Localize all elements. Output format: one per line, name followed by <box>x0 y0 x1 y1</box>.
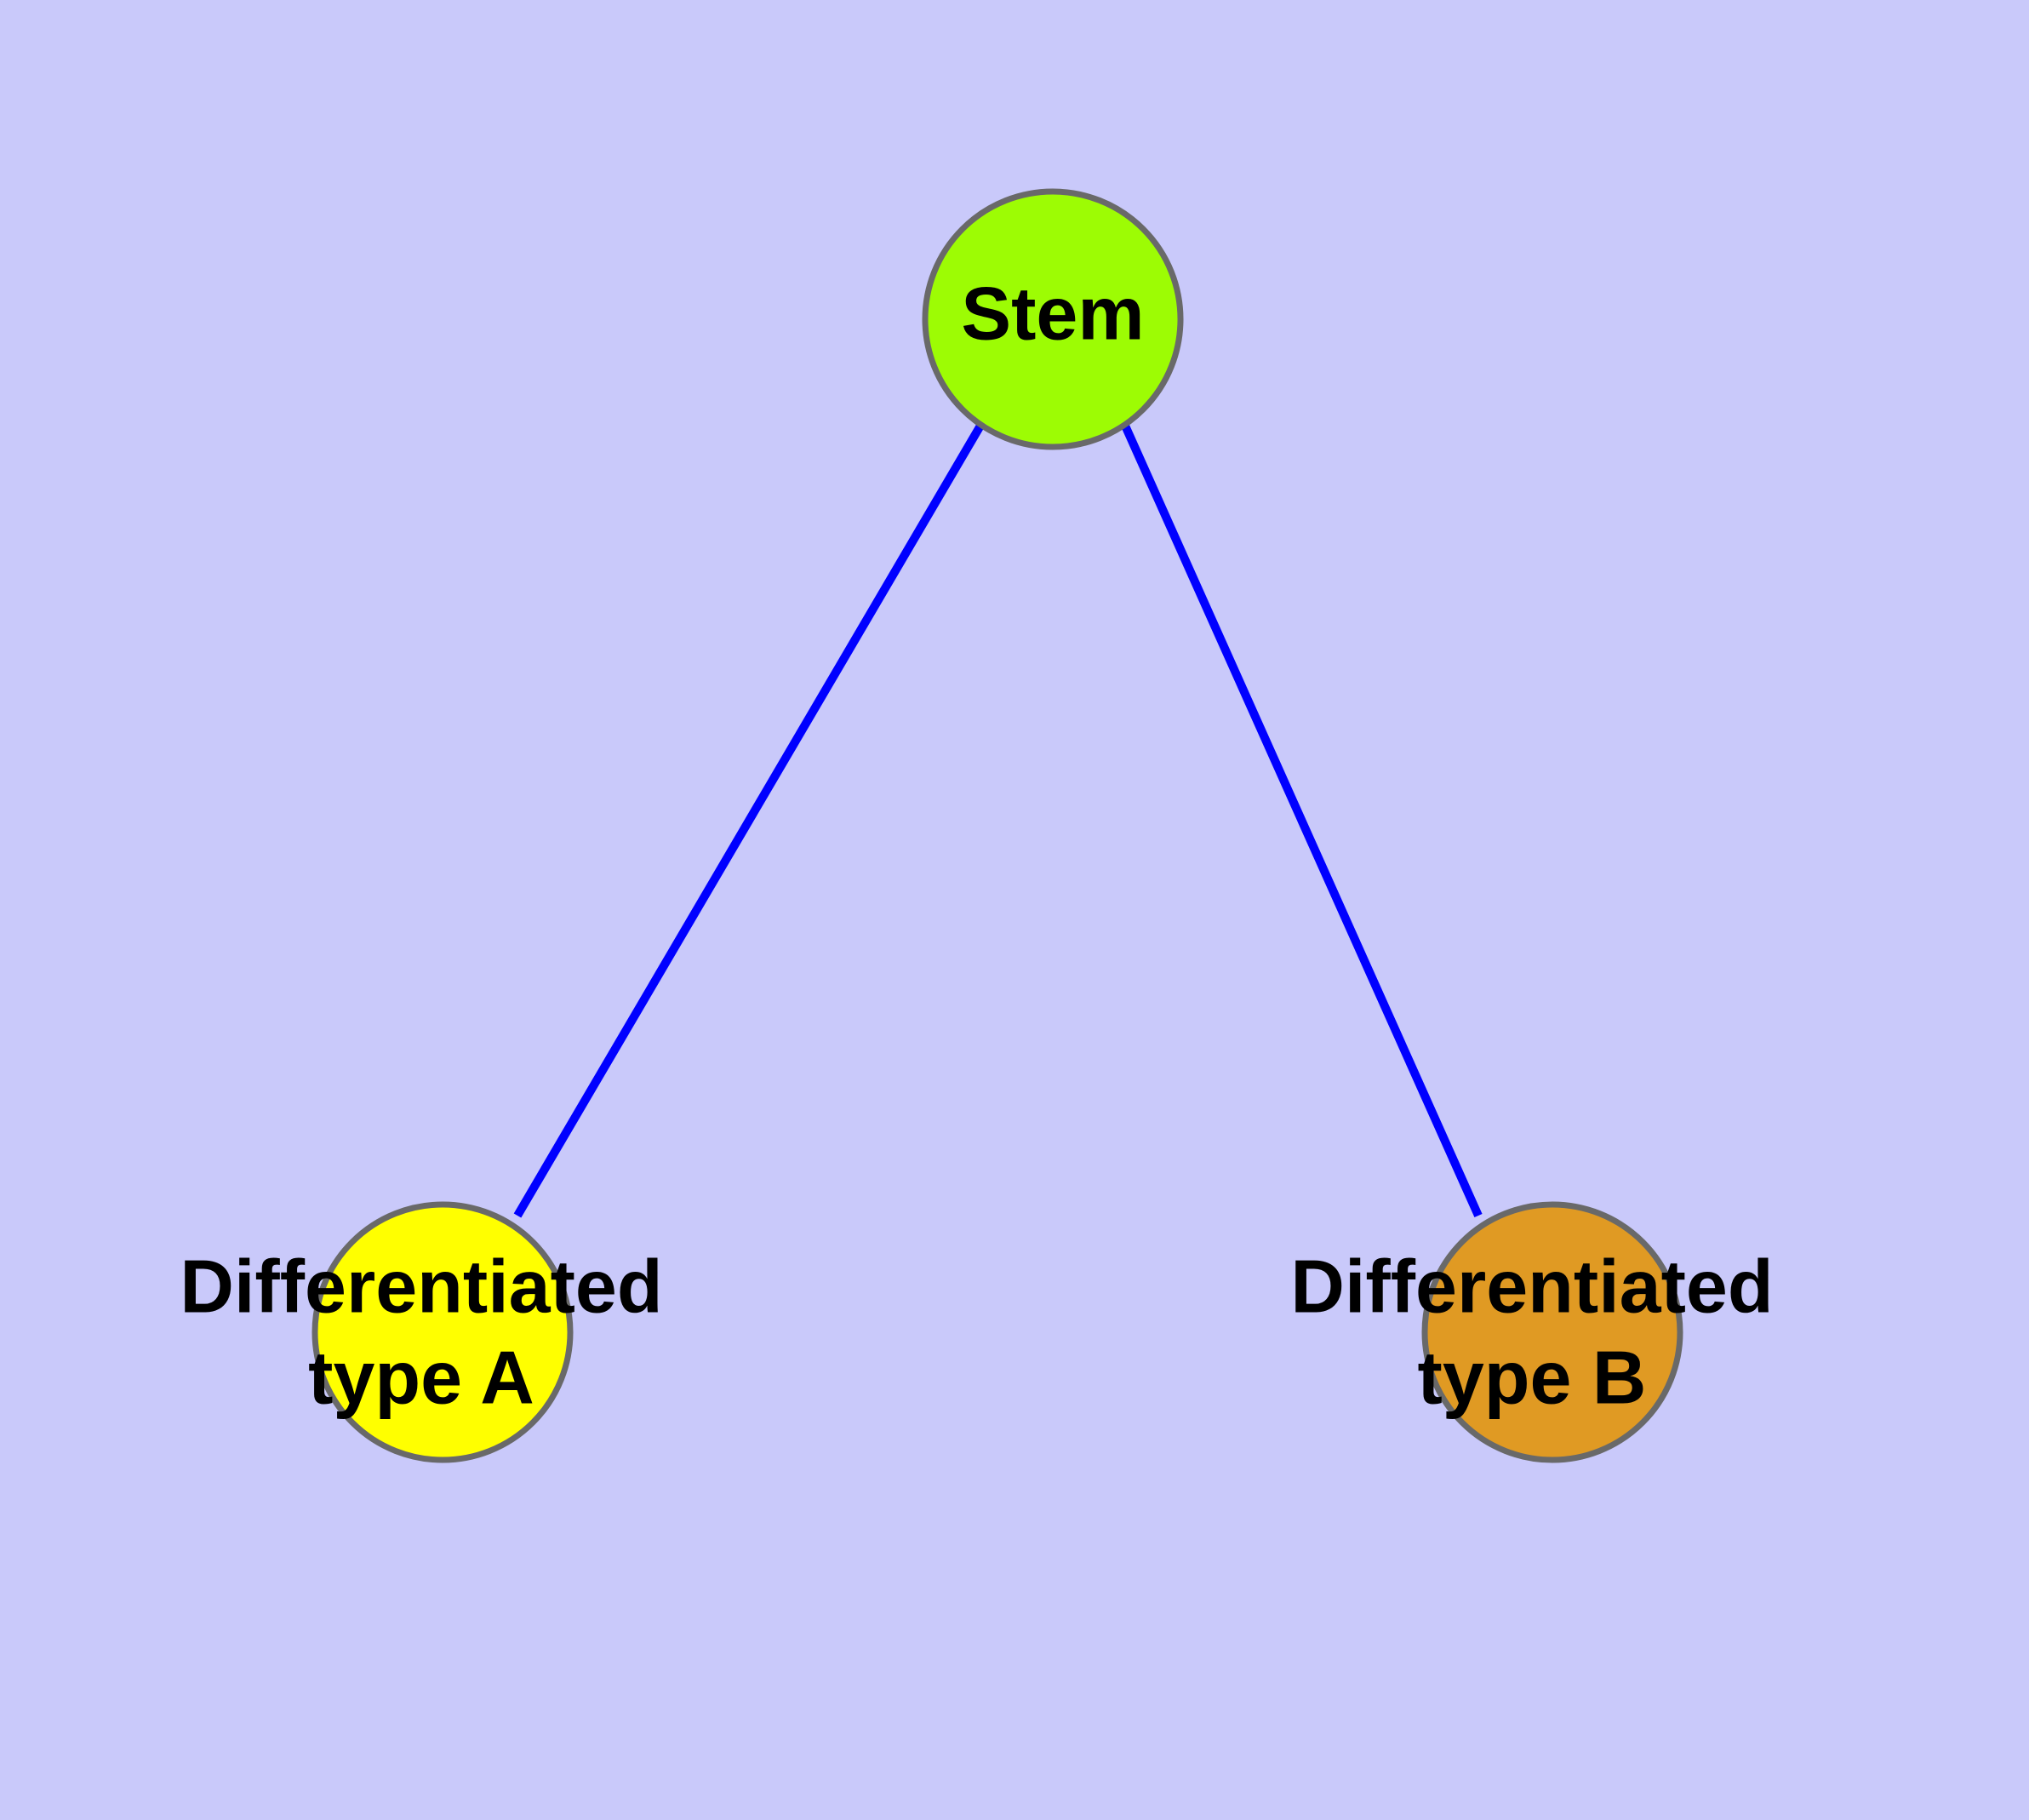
node-diff-b-label-line1: Differentiated <box>1290 1244 1773 1328</box>
node-diff-b[interactable] <box>1421 1201 1683 1463</box>
edge-layer <box>513 423 1483 1218</box>
node-diff-a[interactable] <box>311 1201 574 1463</box>
node-stem-circle[interactable] <box>922 188 1184 450</box>
edge-stem-to-diff-b[interactable] <box>1121 423 1483 1218</box>
node-stem-label: Stem <box>961 271 1144 355</box>
node-diff-a-label-line1: Differentiated <box>180 1244 662 1328</box>
node-diff-a-circle[interactable] <box>311 1201 574 1463</box>
label-layer: Stem Differentiated type A Differentiate… <box>180 271 1773 1419</box>
edge-stem-to-diff-a[interactable] <box>513 423 985 1218</box>
node-diff-b-label-line2: type B <box>1418 1335 1647 1419</box>
node-stem[interactable] <box>922 188 1184 450</box>
node-diff-b-circle[interactable] <box>1421 1201 1683 1463</box>
node-diff-a-label-line2: type A <box>308 1335 534 1419</box>
node-layer <box>311 188 1683 1463</box>
